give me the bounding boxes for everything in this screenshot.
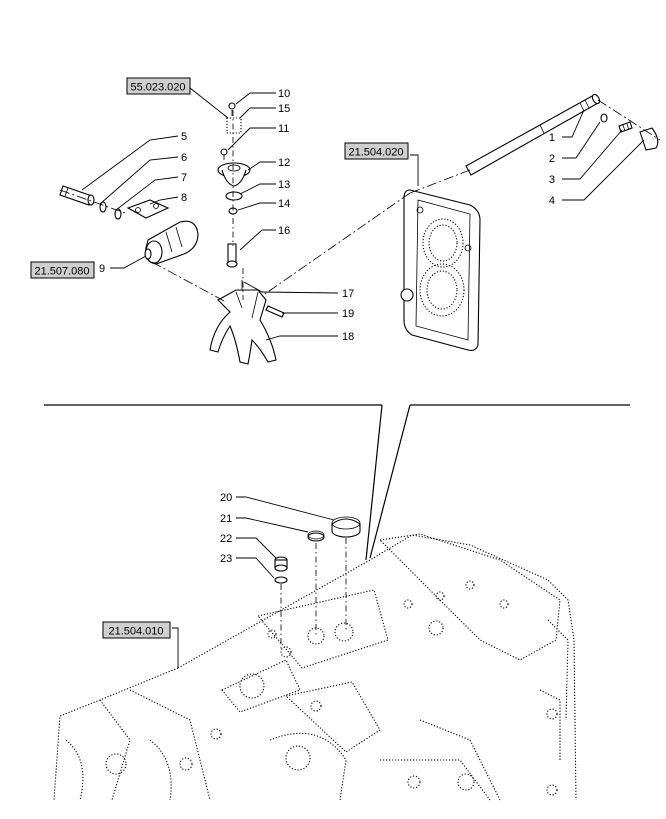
- callout-21: 21: [220, 513, 232, 525]
- ring-part-21: [307, 530, 325, 542]
- callout-leaders-upper: [81, 87, 645, 341]
- finger-part-16: [226, 243, 238, 268]
- ref-label-21-507-080: 21.507.080: [34, 266, 89, 278]
- callout-6: 6: [181, 152, 187, 164]
- rod-small-parts: [600, 113, 659, 151]
- shift-rod-part: [465, 93, 601, 176]
- seal-part-13: [225, 191, 243, 201]
- screw-part-22: [274, 556, 288, 572]
- bracket-part-8: [126, 199, 170, 219]
- callout-leaders-lower: [172, 496, 335, 668]
- callout-19: 19: [342, 308, 354, 320]
- washer-part-23: [274, 576, 288, 584]
- assembly-centerlines-lower: [280, 538, 347, 650]
- callout-9: 9: [99, 263, 105, 275]
- callout-3: 3: [549, 174, 555, 186]
- callout-8: 8: [181, 192, 187, 204]
- ref-label-21-504-010: 21.504.010: [108, 626, 163, 638]
- plug-part-20: [331, 516, 361, 538]
- callout-7: 7: [181, 172, 187, 184]
- callout-20: 20: [220, 492, 232, 504]
- callout-1: 1: [549, 132, 555, 144]
- callout-23: 23: [220, 553, 232, 565]
- callout-numbers: 1 2 3 4 5 6 7 8 9 10 11 12 13 14 15 16 1…: [99, 88, 555, 565]
- ref-label-55-023-020: 55.023.020: [130, 82, 185, 94]
- callout-12: 12: [278, 157, 290, 169]
- section-divider: [44, 404, 630, 561]
- shift-fork-part-18: [209, 289, 277, 365]
- callout-4: 4: [549, 195, 555, 207]
- pin-part-19: [265, 305, 285, 318]
- screw-part-11: [220, 148, 228, 160]
- pin-part-5: [59, 185, 95, 206]
- ref-label-21-504-020: 21.504.020: [348, 147, 403, 159]
- bushing-part-15: [226, 117, 242, 134]
- bolt-part-10: [228, 102, 236, 116]
- actuator-part-9: [144, 220, 199, 265]
- cover-part-12: [217, 162, 251, 187]
- callout-10: 10: [278, 88, 290, 100]
- ref-box-21-504-010[interactable]: 21.504.010: [102, 621, 171, 639]
- ref-box-21-507-080[interactable]: 21.507.080: [30, 261, 95, 279]
- callout-11: 11: [278, 123, 289, 135]
- callout-16: 16: [278, 225, 290, 237]
- callout-18: 18: [342, 331, 354, 343]
- callout-13: 13: [278, 179, 290, 191]
- callout-22: 22: [220, 533, 232, 545]
- ref-box-55-023-020[interactable]: 55.023.020: [126, 77, 191, 95]
- callout-5: 5: [181, 131, 187, 143]
- transmission-housing-part: [53, 533, 577, 801]
- ref-box-21-504-020[interactable]: 21.504.020: [344, 142, 409, 160]
- callout-15: 15: [278, 103, 290, 115]
- housing-cover-part: [400, 189, 481, 351]
- callout-14: 14: [278, 198, 290, 210]
- callout-17: 17: [342, 288, 354, 300]
- callout-2: 2: [549, 153, 555, 165]
